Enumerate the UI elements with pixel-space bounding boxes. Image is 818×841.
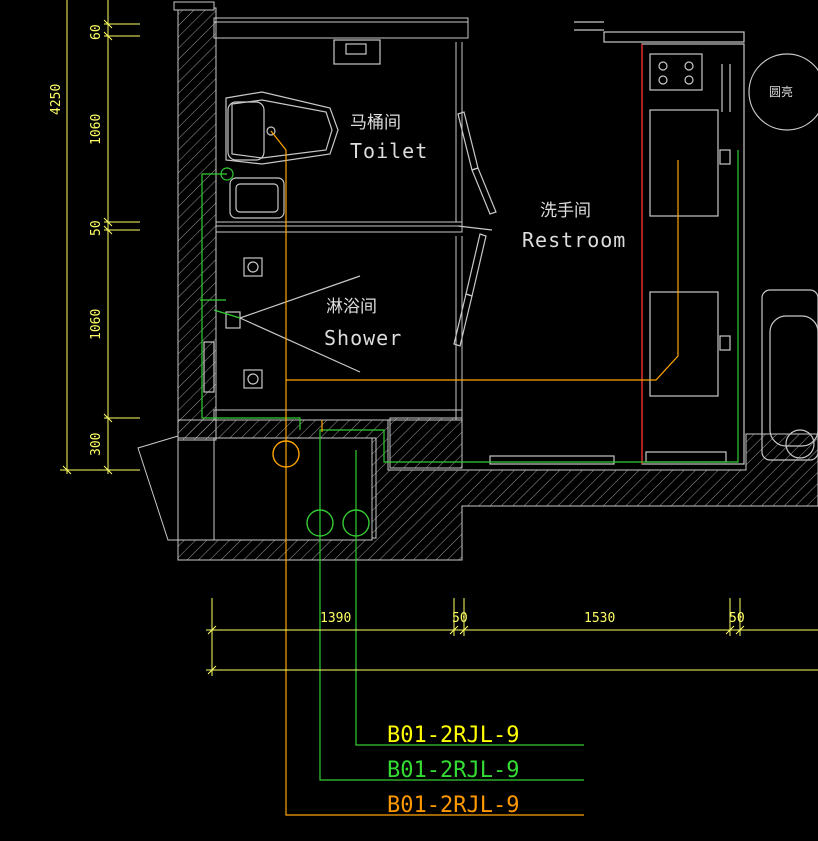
dim-50-a: 50: [452, 611, 468, 626]
round-mirror: 圆亮: [748, 53, 818, 131]
vertical-dimension-chain: [60, 0, 140, 475]
cold-water-pipes: [200, 150, 739, 781]
restroom-label-cn: 洗手间: [540, 201, 591, 221]
dim-1390: 1390: [320, 611, 351, 626]
dim-total-4250: 4250: [49, 84, 64, 115]
toilet-fixtures: [220, 39, 381, 219]
hot-water-pipes: [270, 130, 679, 816]
dim-1060-top: 1060: [89, 114, 104, 145]
pipe-tag-1: B01-2RJL-9: [387, 723, 519, 748]
dim-60: 60: [89, 24, 104, 40]
dim-1060-bottom: 1060: [89, 309, 104, 340]
pipe-chase: [137, 435, 377, 541]
dim-300: 300: [89, 433, 104, 456]
round-mirror-label: 圆亮: [769, 84, 793, 99]
folding-doors: [453, 111, 497, 347]
dim-1530: 1530: [584, 611, 615, 626]
restroom-label-en: Restroom: [522, 228, 626, 252]
toilet-label-en: Toilet: [350, 139, 428, 163]
shower-label-cn: 淋浴间: [326, 297, 377, 317]
riser-circles: [272, 440, 370, 537]
pipe-tag-2: B01-2RJL-9: [387, 758, 519, 783]
bathtub-partial: [761, 289, 818, 461]
dim-50-b: 50: [729, 611, 745, 626]
pipe-tag-3: B01-2RJL-9: [387, 793, 519, 818]
vanity-counter: [489, 21, 745, 465]
shower-label-en: Shower: [324, 326, 402, 350]
shower-fixtures: [203, 257, 361, 393]
dim-50: 50: [89, 220, 104, 236]
toilet-label-cn: 马桶间: [350, 113, 401, 133]
horizontal-dimension-chain: [206, 598, 818, 676]
